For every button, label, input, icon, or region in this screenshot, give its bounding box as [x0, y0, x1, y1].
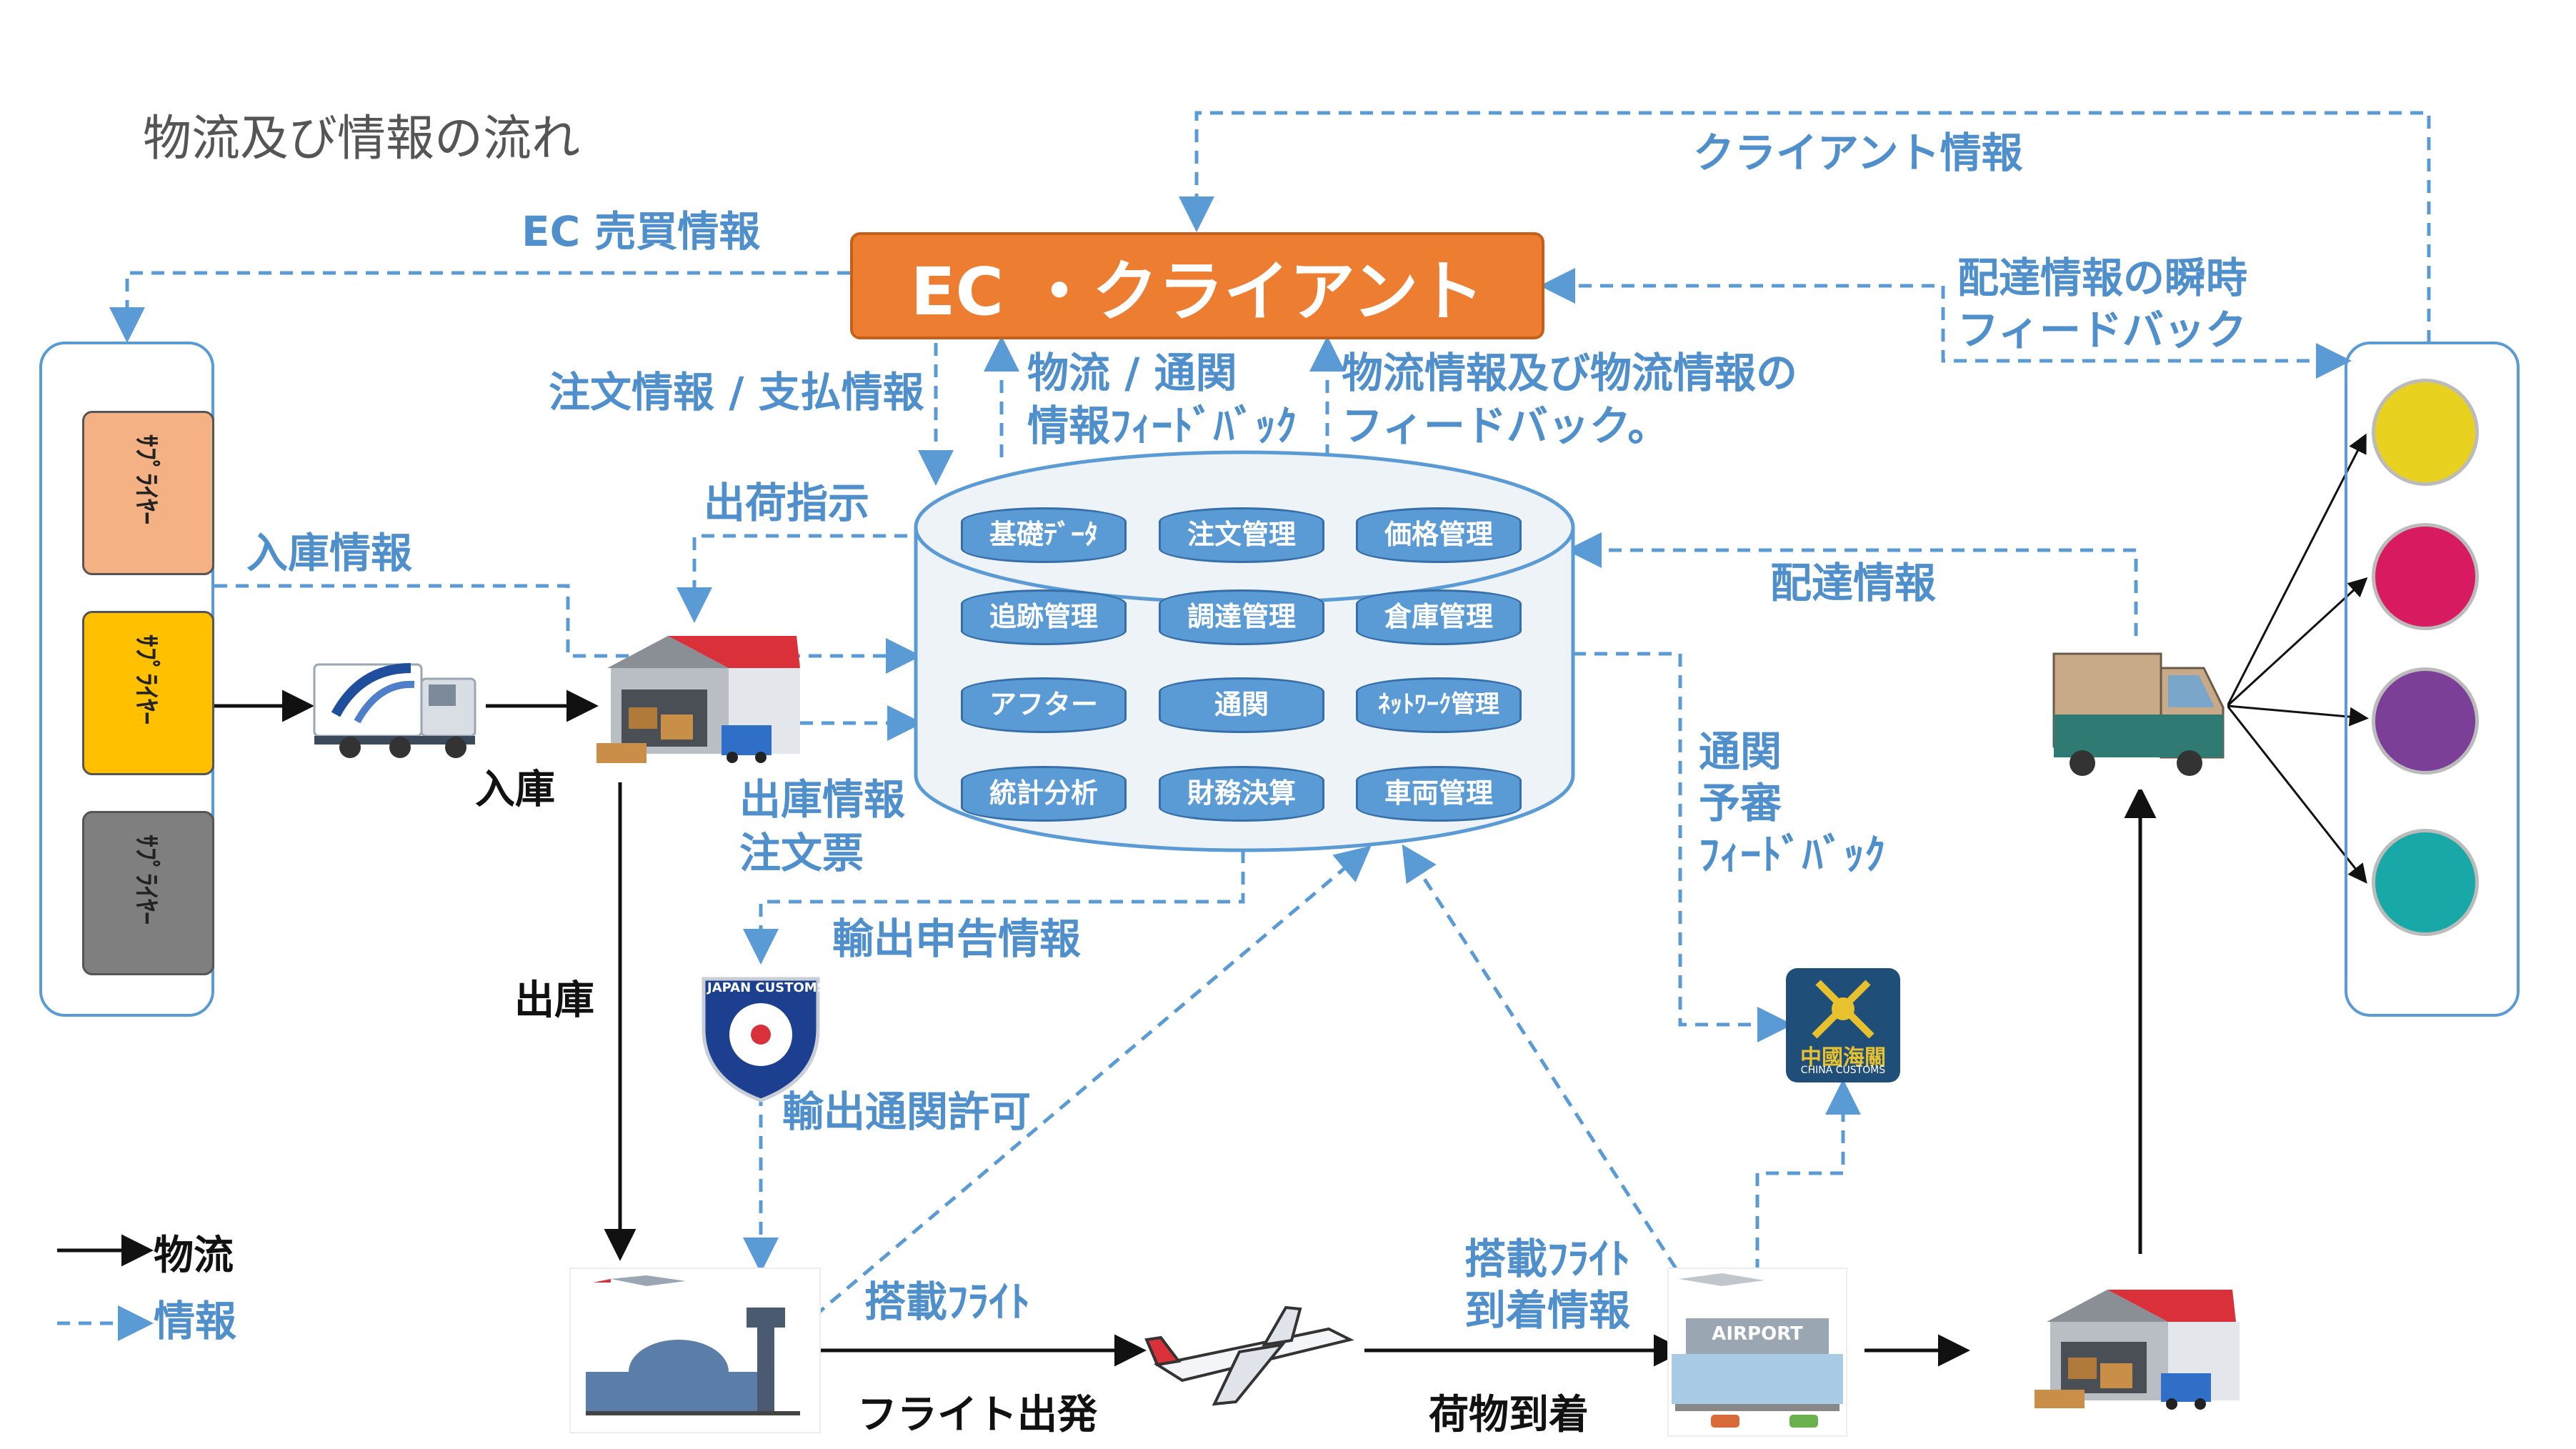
japan-customs-text: JAPAN CUSTOMS: [707, 980, 827, 995]
customer-avatar-2: [2372, 523, 2479, 630]
page-title: 物流及び情報の流れ: [143, 111, 581, 167]
label-outbound-info-2: 注文票: [739, 829, 864, 877]
flow-airport-china-customs: [1755, 1079, 1861, 1272]
label-loaded-flight: 搭載ﾌﾗｲﾄ: [864, 1278, 1031, 1326]
label-order-payment-info: 注文情報 / 支払情報: [549, 368, 924, 417]
label-delivery-feedback-2: フィードバック: [1957, 306, 2247, 354]
label-ec-sales-info: EC 売買情報: [521, 207, 761, 256]
module-tracking-management: 追跡管理: [961, 589, 1127, 645]
label-shipping-out: 出庫: [514, 977, 594, 1024]
label-logistics-feedback-1: 物流情報及び物流情報の: [1342, 349, 1798, 397]
flow-ec-sales-info: [109, 271, 850, 343]
flow-customs-preview: [1573, 652, 1793, 1042]
label-receiving-info: 入庫情報: [246, 529, 413, 577]
ec-client-box: EC ・クライアント: [850, 232, 1544, 339]
module-warehouse-management: 倉庫管理: [1356, 589, 1522, 645]
customer-panel: [2345, 342, 2520, 1017]
truck-illustration: [313, 663, 476, 758]
label-logistics-feedback-2: フィードバック。: [1342, 402, 1669, 450]
departure-airport-illustration: [569, 1268, 821, 1433]
module-finance: 財務決算: [1159, 766, 1324, 822]
label-outbound-info-1: 出庫情報: [739, 775, 906, 824]
flow-shipping-instruction: [677, 534, 907, 623]
warehouse-top-illustration: [596, 636, 800, 763]
supplier-label-1: ｻﾌﾟﾗｲﾔｰ: [131, 434, 161, 524]
label-flight-arrival-2: 到着情報: [1464, 1286, 1631, 1335]
module-customs: 通関: [1159, 677, 1324, 733]
label-shipping-instruction: 出荷指示: [704, 479, 870, 527]
label-receiving: 入庫: [475, 767, 555, 813]
label-cargo-arrival: 荷物到着: [1429, 1392, 1589, 1438]
module-after-sales: アフター: [961, 677, 1127, 733]
delivery-van-illustration: [2049, 647, 2227, 790]
module-vehicle-management: 車両管理: [1356, 766, 1522, 822]
customer-avatar-4: [2372, 829, 2479, 936]
module-procurement-management: 調達管理: [1159, 589, 1324, 645]
label-flight-arrival-1: 搭載ﾌﾗｲﾄ: [1464, 1235, 1631, 1283]
legend-information-label: 情報: [154, 1297, 237, 1345]
supplier-label-2: ｻﾌﾟﾗｲﾔｰ: [131, 634, 161, 724]
label-export-clearance: 輸出通関許可: [782, 1087, 1032, 1136]
supplier-box-2: ｻﾌﾟﾗｲﾔｰ: [82, 611, 214, 775]
flow-loaded-flight: [813, 845, 1372, 1318]
module-order-management: 注文管理: [1159, 507, 1324, 563]
supplier-box-3: ｻﾌﾟﾗｲﾔｰ: [82, 811, 214, 975]
customer-avatar-3: [2372, 667, 2479, 775]
label-customs-2: 予審: [1699, 779, 1782, 827]
airplane-illustration: [1144, 1305, 1354, 1406]
flow-delivery-feedback-side: [1941, 286, 2352, 379]
module-network-management: ﾈｯﾄﾜｰｸ管理: [1356, 677, 1522, 733]
china-customs-text-en: CHINA CUSTOMS: [1800, 1065, 1886, 1076]
flow-van-customer-1: [2226, 433, 2367, 707]
legend-logistics-label: 物流: [154, 1233, 234, 1279]
customer-avatar-1: [2372, 379, 2479, 486]
module-statistics: 統計分析: [961, 766, 1127, 822]
flow-van-customer-4: [2226, 705, 2367, 884]
module-price-management: 価格管理: [1356, 507, 1522, 563]
flow-delivery-info: [1566, 532, 2138, 636]
flow-receiving-info: [214, 584, 922, 674]
flow-flight-arrival: [1402, 844, 1689, 1288]
flow-van-customer-2: [2226, 577, 2368, 707]
flow-van-customer-3: [2227, 704, 2369, 727]
airport-sign-text: AIRPORT: [1712, 1323, 1803, 1345]
label-logistics-customs-2: 情報ﾌｨｰﾄﾞﾊﾞｯｸ: [1027, 402, 1297, 450]
label-customs-3: ﾌｨｰﾄﾞﾊﾞｯｸ: [1699, 830, 1886, 879]
flow-client-info: [1179, 111, 2431, 343]
label-delivery-feedback-1: 配達情報の瞬時: [1957, 254, 2248, 302]
label-client-info: クライアント情報: [1693, 129, 2023, 177]
label-flight-departure: フライト出発: [857, 1392, 1097, 1438]
label-customs-1: 通関: [1699, 727, 1782, 776]
supplier-label-3: ｻﾌﾟﾗｲﾔｰ: [131, 835, 161, 925]
label-logistics-customs-1: 物流 / 通関: [1027, 349, 1237, 397]
label-delivery-info: 配達情報: [1770, 559, 1937, 607]
arrival-airport-illustration: [1667, 1268, 1847, 1437]
china-customs-badge: [1786, 968, 1900, 1082]
japan-customs-badge: [702, 977, 820, 1102]
warehouse-bottom-illustration: [2035, 1290, 2240, 1410]
china-customs-text-cn: 中國海關: [1800, 1045, 1886, 1070]
supplier-box-1: ｻﾌﾟﾗｲﾔｰ: [82, 411, 214, 575]
flow-export-declaration: [743, 850, 1245, 965]
ec-client-label: EC ・クライアント: [910, 253, 1484, 330]
module-basic-data: 基礎ﾃﾞｰﾀ: [961, 507, 1127, 563]
label-export-declaration: 輸出申告情報: [832, 915, 1082, 963]
